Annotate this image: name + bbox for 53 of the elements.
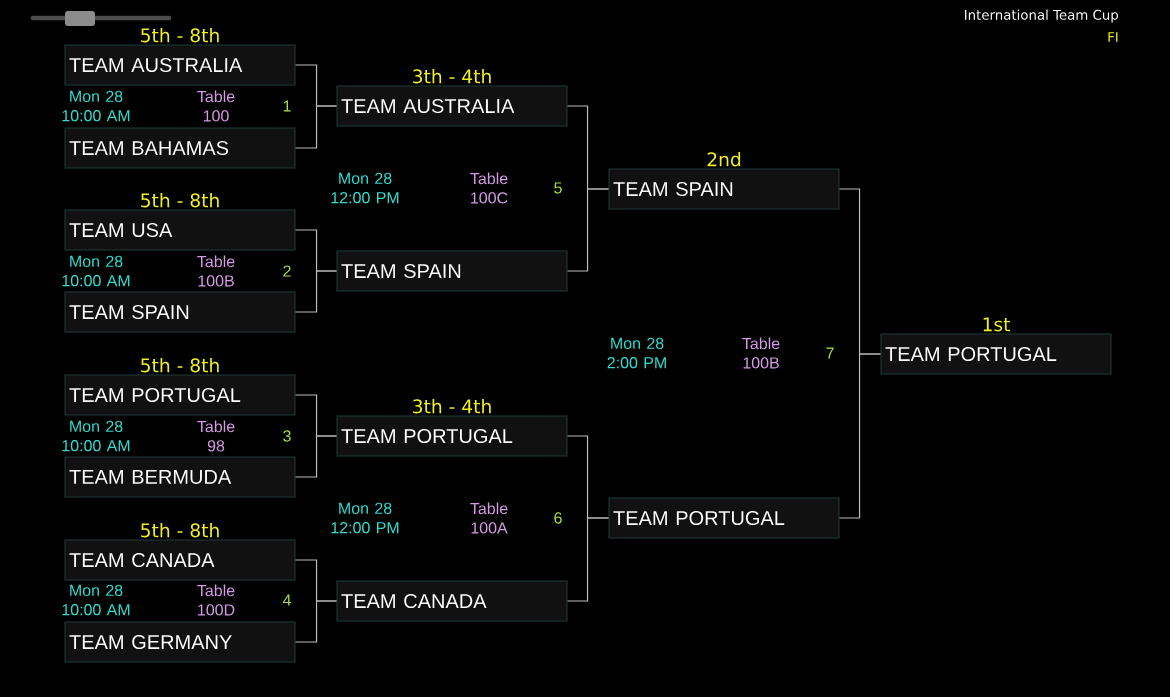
team-box: TEAM AUSTRALIA [336, 85, 568, 127]
match-number: 4 [282, 594, 291, 606]
match-number: 5 [554, 182, 562, 194]
round-heading: 1st [983, 317, 1011, 332]
match-number: 6 [554, 512, 562, 524]
round-heading: 3th - 4th [413, 68, 491, 84]
match-number: 3 [283, 430, 291, 442]
team-box: TEAM PORTUGAL [608, 497, 840, 539]
team-box: TEAM SPAIN [336, 250, 568, 292]
table-number: Table 100B [197, 255, 235, 287]
table-number: Table 100B [742, 337, 780, 369]
match-time: Mon 28 10:00 AM [62, 90, 130, 122]
match-time: Mon 28 12:00 PM [331, 502, 399, 534]
match-time: Mon 28 12:00 PM [331, 172, 399, 204]
table-number: Table 100A [470, 502, 508, 534]
bracket-line [294, 105, 338, 149]
bracket-line [294, 600, 338, 643]
round-heading: 5th - 8th [141, 192, 219, 208]
team-box: TEAM CANADA [64, 539, 296, 581]
title: International Team Cup [965, 9, 1119, 23]
round-heading: 3th - 4th [413, 398, 491, 414]
round-heading: 5th - 8th [141, 522, 219, 538]
bracket-line [838, 353, 882, 519]
round-heading: 5th - 8th [141, 357, 219, 373]
match-time: Mon 28 2:00 PM [607, 337, 666, 369]
bracket-line [566, 517, 610, 602]
round-heading: 5th - 8th [141, 27, 219, 43]
team-box: TEAM AUSTRALIA [64, 44, 296, 86]
match-number: 2 [283, 265, 291, 277]
match-time: Mon 28 10:00 AM [62, 255, 130, 287]
team-box: TEAM GERMANY [64, 621, 296, 663]
team-box: TEAM PORTUGAL [336, 415, 568, 457]
subtitle: FI [1108, 32, 1118, 42]
match-number: 1 [283, 100, 291, 112]
match-number: 7 [826, 347, 834, 359]
table-number: Table 100 [197, 90, 235, 122]
team-box: TEAM PORTUGAL [880, 333, 1112, 375]
team-box: TEAM BAHAMAS [64, 127, 296, 169]
table-number: Table 98 [197, 420, 235, 452]
round-heading: 2nd [707, 151, 741, 167]
match-time: Mon 28 10:00 AM [62, 420, 130, 452]
team-box: TEAM SPAIN [64, 291, 296, 333]
bracket-line [566, 188, 610, 272]
bracket-line [294, 435, 338, 478]
team-box: TEAM BERMUDA [64, 456, 296, 498]
team-box: TEAM PORTUGAL [64, 374, 296, 416]
team-box: TEAM CANADA [336, 580, 568, 622]
table-number: Table 100D [197, 584, 235, 616]
bracket-line [294, 270, 338, 313]
team-box: TEAM SPAIN [608, 168, 840, 210]
table-number: Table 100C [470, 172, 508, 204]
team-box: TEAM USA [64, 209, 296, 251]
match-time: Mon 28 10:00 AM [62, 584, 130, 616]
